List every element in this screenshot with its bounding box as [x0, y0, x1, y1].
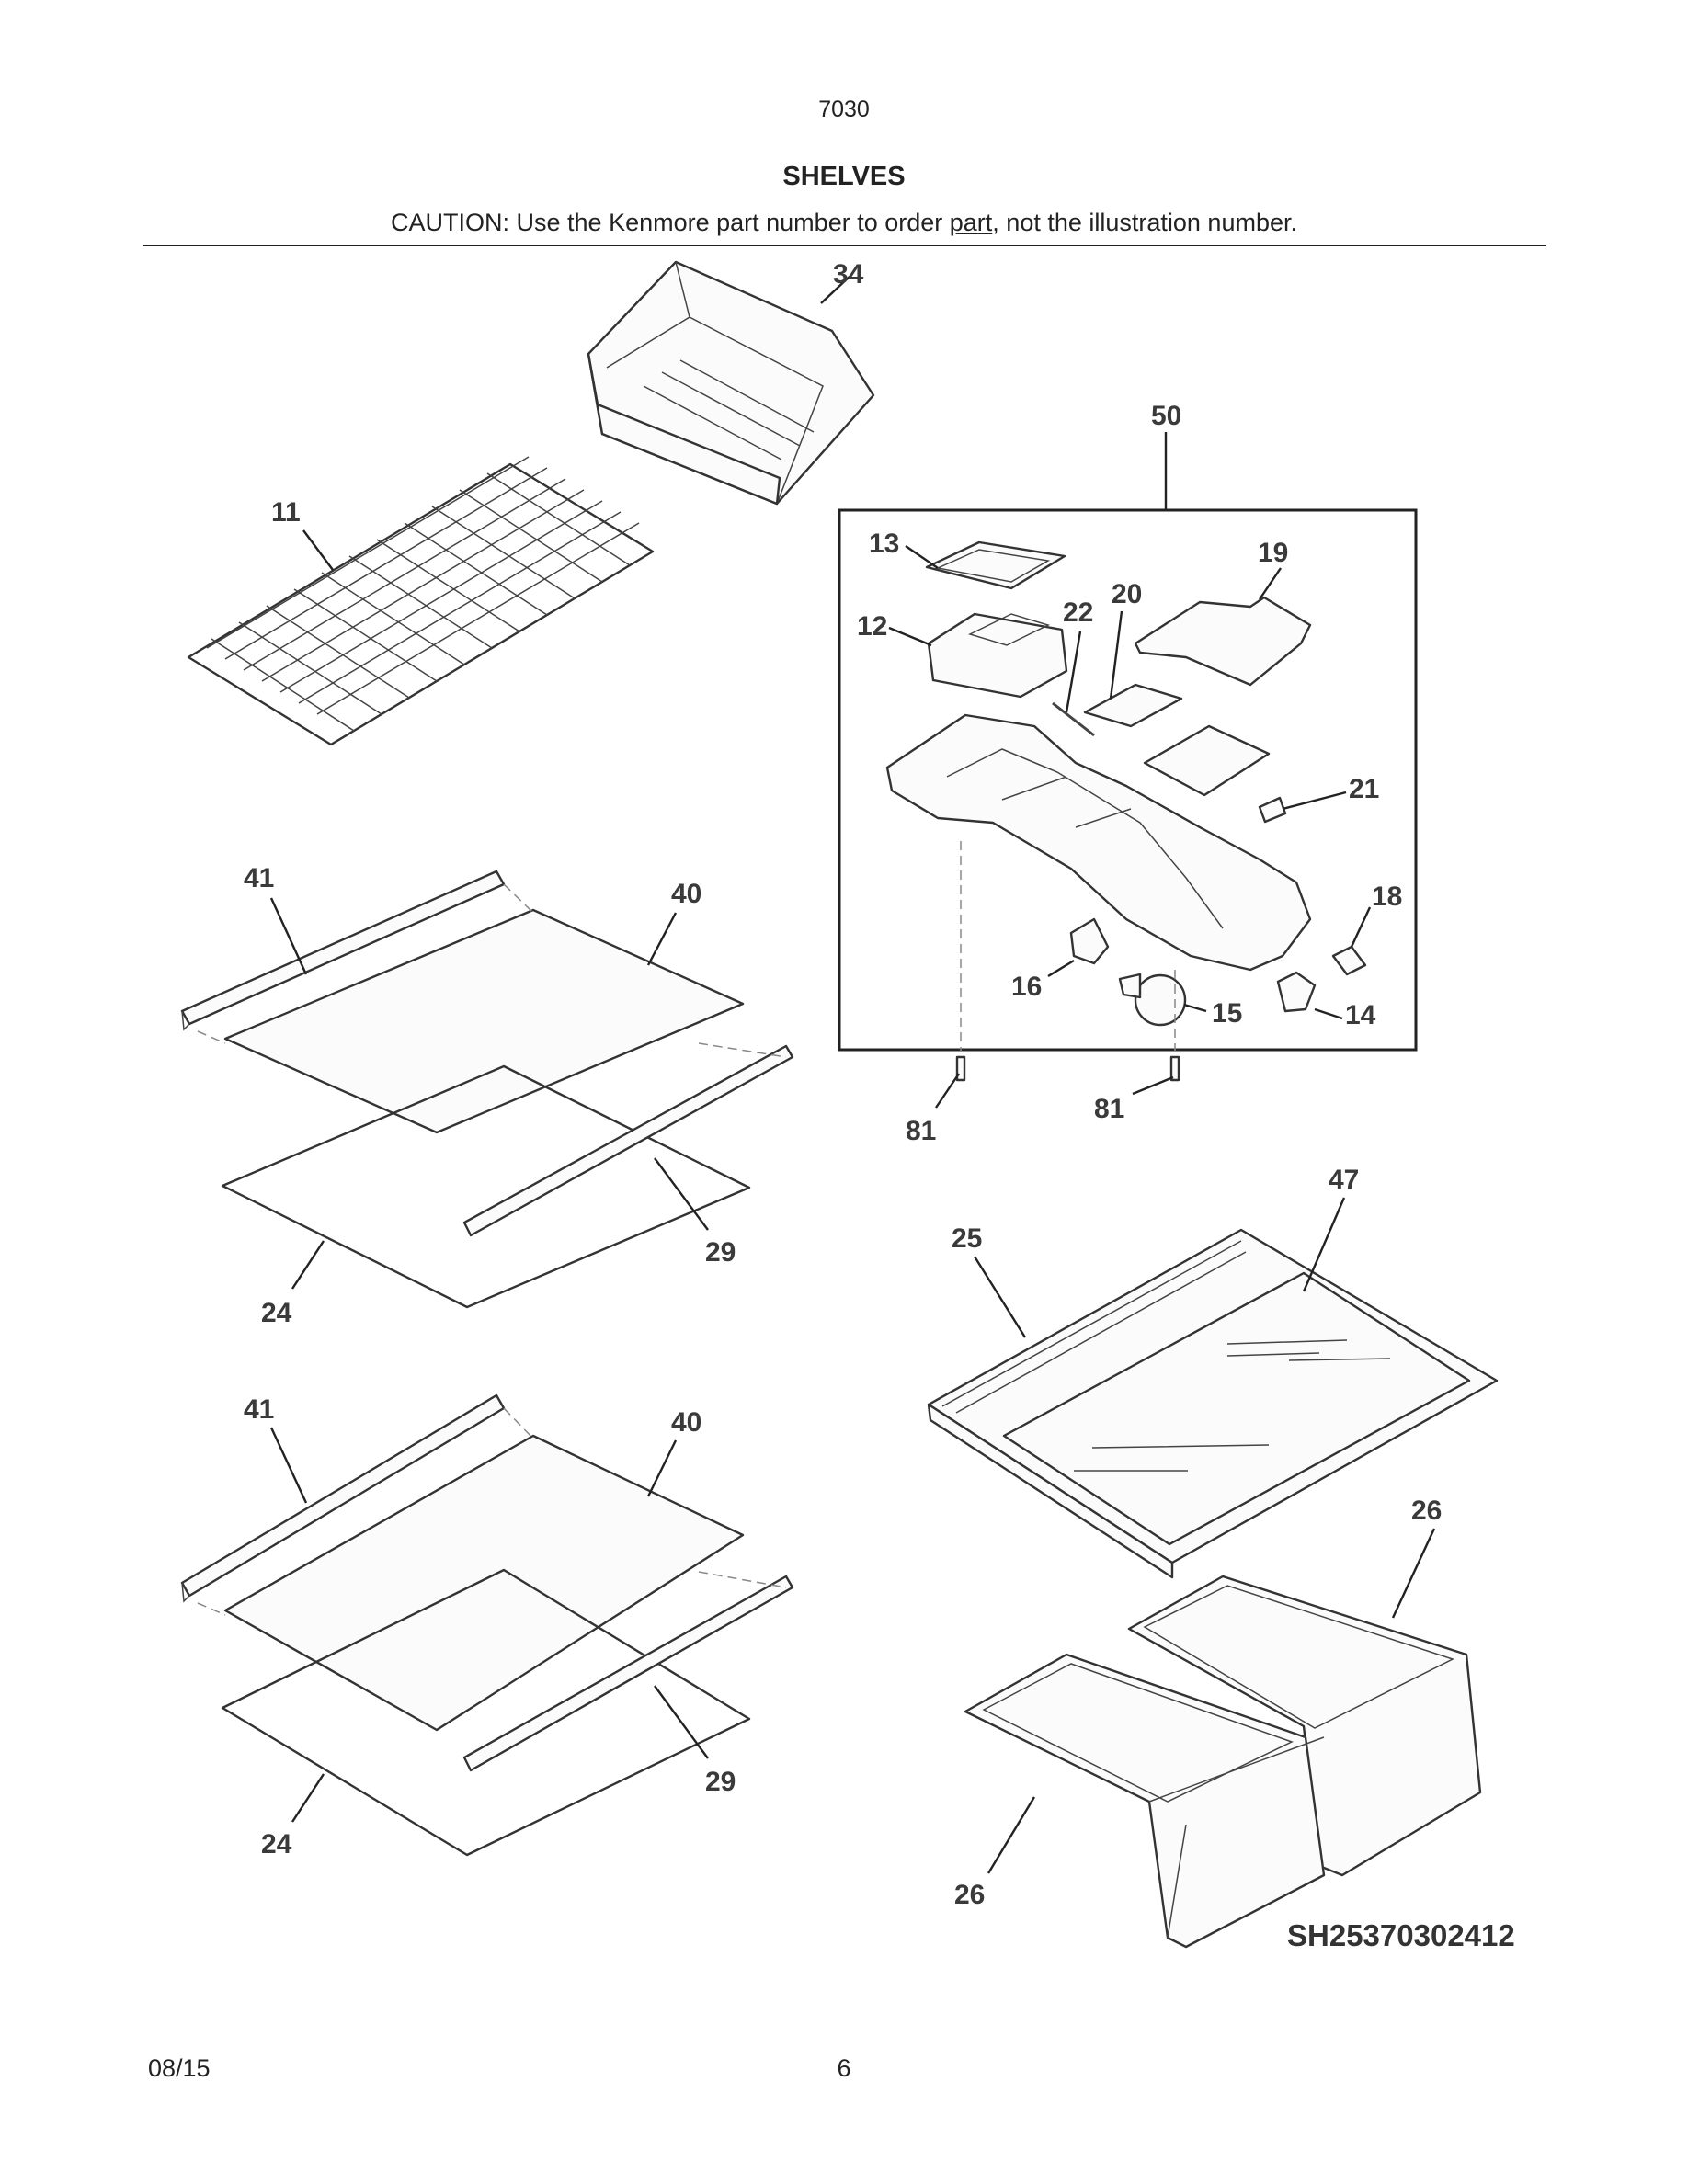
part-12-filter-housing	[927, 612, 1068, 699]
leader-29b	[654, 1685, 709, 1759]
part-16-socket	[1069, 917, 1110, 965]
diagram-code: SH25370302412	[1287, 1918, 1515, 1952]
header-rule	[143, 245, 1546, 246]
caution-part-word: part	[949, 209, 993, 236]
leader-34	[820, 275, 851, 304]
page-title: SHELVES	[782, 162, 906, 191]
leader-20	[1109, 610, 1123, 700]
leader-21	[1282, 791, 1347, 811]
leader-41b	[269, 1427, 308, 1504]
callout-21: 21	[1349, 774, 1379, 804]
part-47-glass-cover	[1002, 1271, 1471, 1546]
leader-29a	[654, 1157, 709, 1231]
light-housing	[885, 713, 1312, 972]
callout-19: 19	[1258, 538, 1288, 568]
callout-40-lower: 40	[671, 1407, 701, 1438]
callout-41-upper: 41	[244, 863, 274, 893]
callout-47: 47	[1329, 1165, 1359, 1195]
callout-40-upper: 40	[671, 879, 701, 909]
model-number: 7030	[818, 97, 870, 122]
part-40-glass-upper	[223, 908, 745, 1134]
callout-25: 25	[952, 1223, 982, 1254]
part-20-board	[1083, 683, 1183, 728]
leader-25	[973, 1256, 1027, 1338]
leader-22	[1065, 631, 1082, 713]
callout-11: 11	[271, 497, 301, 528]
caution-text-end: , not the illustration number.	[992, 209, 1297, 236]
part-22-sensor	[1052, 701, 1095, 737]
part-26-crisper-drawers	[964, 1575, 1482, 1949]
callout-13: 13	[869, 529, 899, 559]
leader-12	[888, 626, 932, 647]
leader-41a	[269, 897, 308, 975]
callout-20: 20	[1112, 579, 1142, 609]
leader-19	[1259, 567, 1282, 600]
part-50-assembly-frame	[838, 508, 1418, 1052]
leader-13	[905, 545, 939, 569]
callout-24-upper: 24	[261, 1298, 292, 1328]
callout-14: 14	[1345, 1000, 1376, 1030]
leader-81b	[1132, 1075, 1174, 1096]
leader-26a	[1391, 1528, 1436, 1619]
leader-18	[1350, 906, 1372, 948]
part-24-frame-upper	[221, 1064, 751, 1309]
part-81-screw-b	[1169, 1055, 1180, 1082]
callout-15: 15	[1212, 998, 1242, 1029]
footer-date: 08/15	[148, 2054, 211, 2082]
callout-29-upper: 29	[705, 1237, 736, 1268]
callout-18: 18	[1372, 882, 1402, 912]
part-14-switch	[1276, 971, 1317, 1013]
leader-24b	[291, 1773, 325, 1823]
caution-text: CAUTION: Use the Kenmore part number to …	[0, 209, 1688, 237]
part-11-wire-shelf	[187, 456, 655, 746]
part-29-trim-upper	[462, 1044, 794, 1237]
leader-47	[1302, 1197, 1346, 1292]
callout-22: 22	[1063, 597, 1093, 628]
leader-15	[1183, 1003, 1207, 1013]
crisper-cover-assembly	[927, 1228, 1499, 1579]
callout-12: 12	[857, 611, 887, 642]
part-18-knob	[1331, 945, 1367, 976]
callout-41-lower: 41	[244, 1394, 274, 1425]
part-13-filter-cover	[925, 540, 1066, 590]
part-21-connector	[1258, 796, 1287, 824]
part-40-glass-lower	[223, 1434, 745, 1732]
callout-34: 34	[833, 259, 864, 290]
part-26-drawer-front	[964, 1653, 1326, 1949]
leader-40b	[646, 1439, 678, 1497]
callout-24-lower: 24	[261, 1829, 292, 1860]
leader-24a	[291, 1240, 325, 1290]
part-34-bin	[587, 260, 875, 506]
callout-26-upper: 26	[1411, 1496, 1442, 1526]
glass-shelf-assembly-lower	[180, 1393, 794, 1857]
part-19-cover	[1134, 596, 1312, 687]
callout-81-left: 81	[906, 1116, 936, 1146]
leader-81a	[935, 1073, 960, 1109]
leader-40a	[646, 912, 678, 966]
callout-26-lower: 26	[954, 1880, 985, 1910]
caution-text-start: CAUTION: Use the Kenmore part number to …	[391, 209, 950, 236]
part-24-frame-lower	[221, 1568, 751, 1857]
leader-11	[302, 529, 334, 571]
leader-16	[1047, 959, 1075, 978]
callout-16: 16	[1011, 972, 1042, 1002]
glass-shelf-assembly-upper	[180, 870, 794, 1309]
control-board	[1143, 724, 1271, 797]
part-29-trim-lower	[462, 1575, 794, 1772]
callout-29-lower: 29	[705, 1767, 736, 1797]
callout-50: 50	[1151, 401, 1181, 431]
part-15-bulb	[1134, 973, 1187, 1027]
footer-page-number: 6	[837, 2054, 851, 2082]
callout-81-right: 81	[1094, 1094, 1124, 1124]
leader-26b	[987, 1796, 1036, 1874]
leader-14	[1314, 1007, 1343, 1020]
